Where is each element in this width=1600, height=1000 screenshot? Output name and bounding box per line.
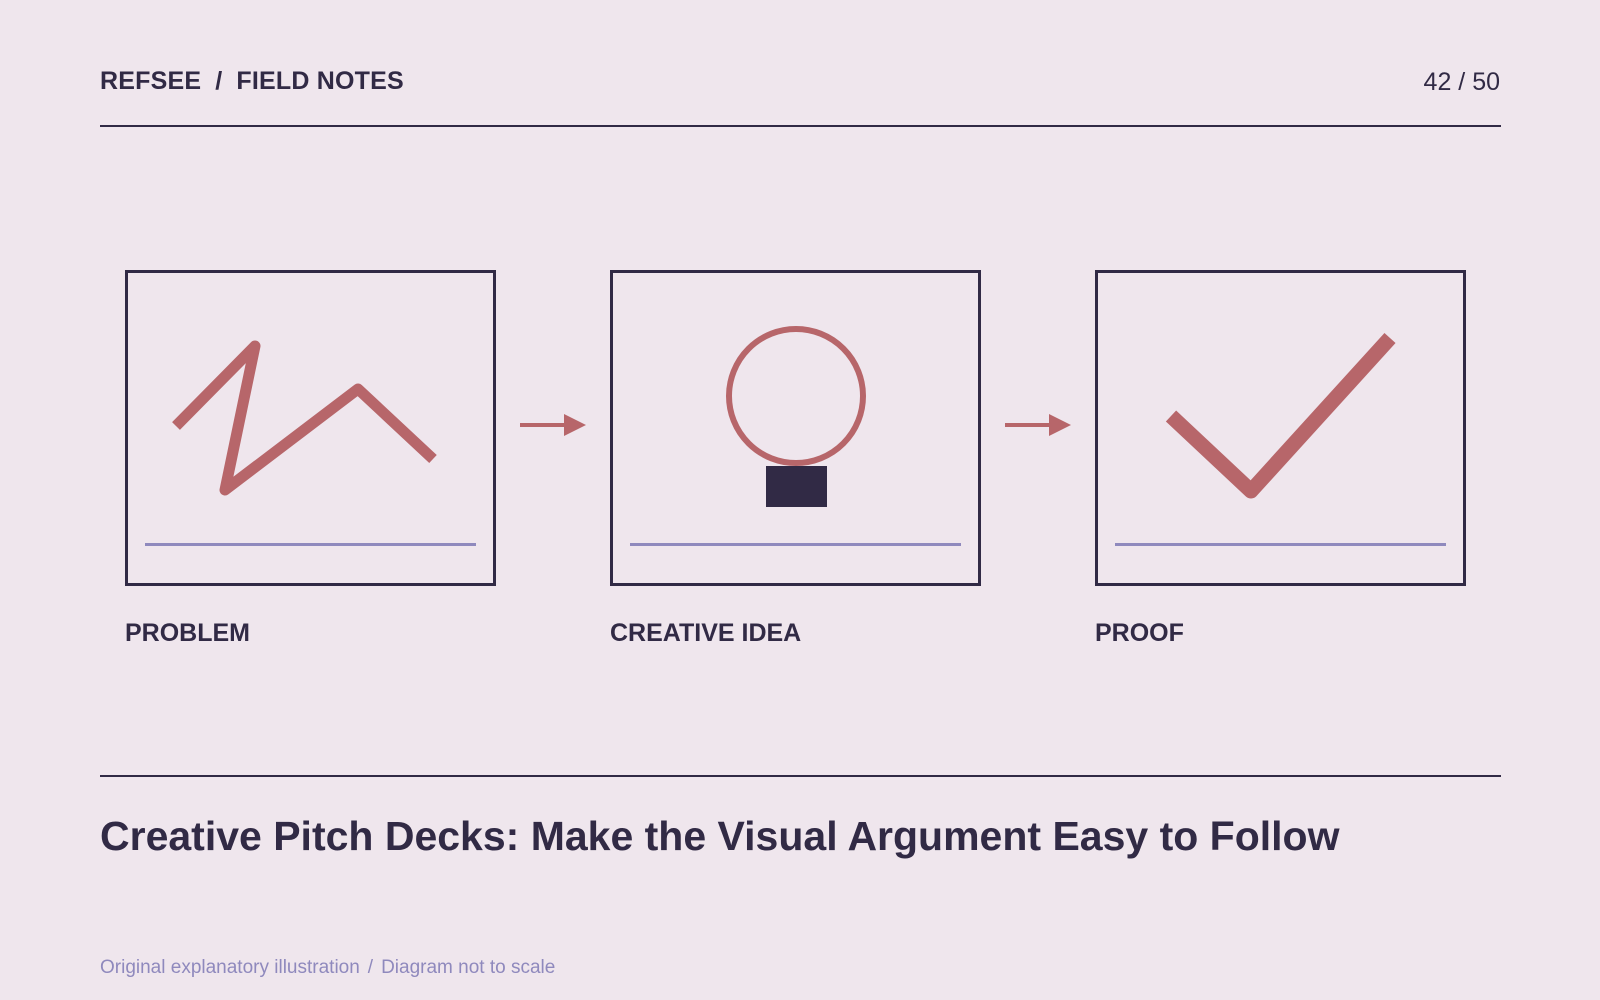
footnote-separator: / <box>367 957 374 978</box>
header-divider <box>100 125 1501 127</box>
breadcrumb: REFSEE / FIELD NOTES <box>100 67 404 96</box>
problem-label: PROBLEM <box>125 619 250 647</box>
panel-baseline <box>1115 543 1446 546</box>
slide-title: Creative Pitch Decks: Make the Visual Ar… <box>100 813 1340 859</box>
panel-baseline <box>630 543 961 546</box>
footnote-left: Original explanatory illustration <box>100 957 360 978</box>
footnote-right: Diagram not to scale <box>381 957 556 978</box>
page-counter: 42 / 50 <box>1423 68 1500 96</box>
proof-label: PROOF <box>1095 619 1184 647</box>
breadcrumb-separator: / <box>215 67 223 95</box>
checkmark-icon <box>1165 332 1396 499</box>
title-divider <box>100 775 1501 777</box>
section-name: FIELD NOTES <box>236 67 404 95</box>
creative-idea-label: CREATIVE IDEA <box>610 619 802 647</box>
panel-baseline <box>145 543 476 546</box>
problem-panel <box>125 270 496 586</box>
footnote: Original explanatory illustration / Diagra… <box>100 957 555 979</box>
zigzag-icon <box>172 340 437 496</box>
arrow-right-icon <box>520 414 586 436</box>
proof-panel <box>1095 270 1466 586</box>
arrow-right-icon <box>1005 414 1071 436</box>
creative-idea-panel <box>610 270 981 586</box>
lightbulb-icon <box>726 326 866 507</box>
brand-name: REFSEE <box>100 67 202 95</box>
